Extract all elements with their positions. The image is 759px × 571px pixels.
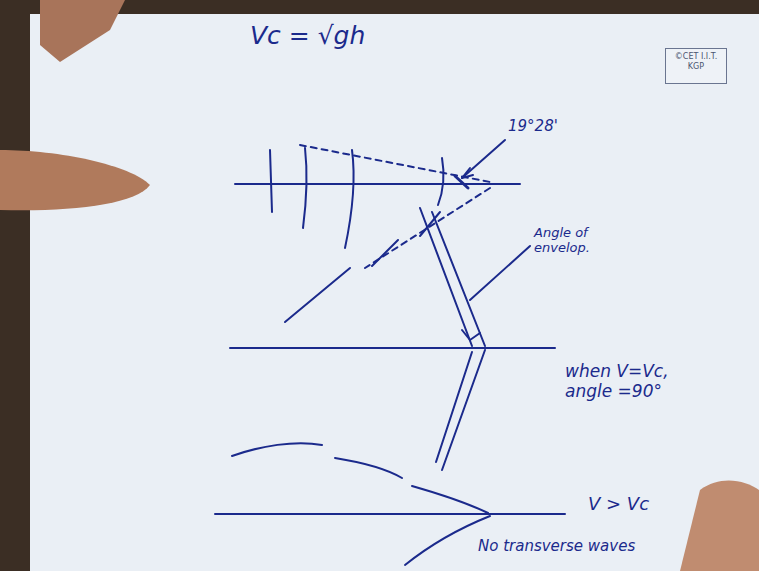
ship-track (215, 513, 565, 515)
handwritten-note: Angle of envelop. (534, 226, 604, 256)
envelope (300, 145, 490, 182)
hand-right (680, 481, 759, 571)
handwritten-note: V > Vc (588, 494, 649, 515)
ship-track (230, 347, 555, 349)
diverging-wave (412, 486, 488, 513)
handwritten-note: when V=Vc, angle =90° (565, 362, 675, 401)
diverging-wave (232, 443, 322, 456)
transverse-wave (303, 148, 306, 228)
transverse-wave (345, 150, 354, 248)
handwritten-note: Vc = √gh (250, 22, 365, 51)
diverging-wave (372, 240, 398, 266)
transverse-wave (438, 158, 443, 205)
angle-mark (462, 330, 480, 340)
leader (462, 140, 505, 178)
envelope (420, 208, 472, 346)
copyright-stamp: ©CET I.I.T. KGP (665, 48, 727, 84)
envelope (442, 350, 485, 470)
leader (470, 246, 530, 300)
diverging-wave (335, 458, 402, 478)
ship-track (235, 183, 520, 185)
hand-top (40, 0, 125, 62)
paper (30, 14, 759, 571)
leader-arrow (462, 168, 473, 178)
handwritten-note: No transverse waves (478, 538, 635, 555)
diverging-wave (285, 268, 350, 322)
hand-left (0, 150, 150, 210)
handwritten-note: 19°28' (508, 118, 558, 135)
diverging-wave (405, 516, 490, 565)
transverse-wave (270, 150, 272, 212)
envelope (432, 212, 485, 346)
stamp-text: ©CET I.I.T. KGP (669, 52, 723, 71)
envelope (436, 352, 472, 462)
